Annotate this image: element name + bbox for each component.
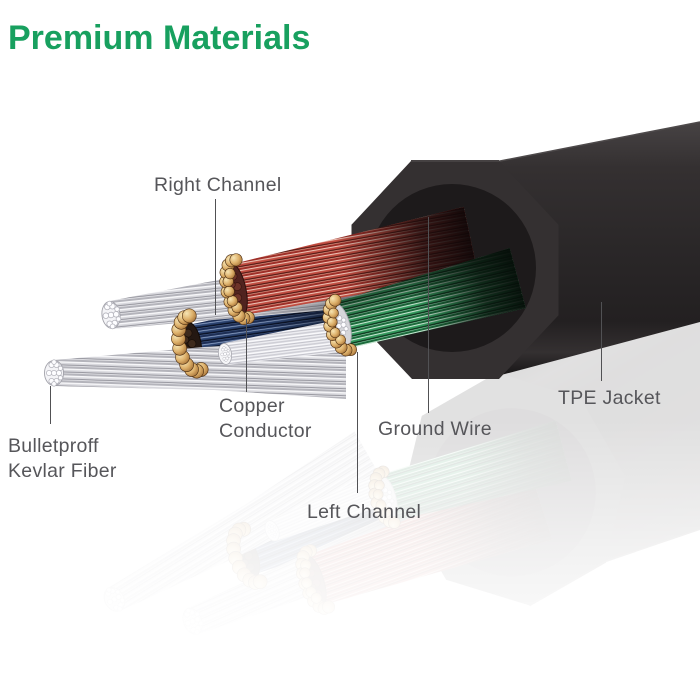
- label-tpe-jacket: TPE Jacket: [558, 387, 661, 409]
- label-left-channel: Left Channel: [307, 501, 422, 523]
- label-kevlar-line1: Bulletproff: [8, 435, 99, 457]
- label-right-channel: Right Channel: [154, 174, 282, 196]
- leader-tpe-jacket: [601, 302, 603, 381]
- leader-kevlar: [50, 386, 52, 424]
- copper-conductor-ring-red: [219, 253, 255, 326]
- ground-wire-bundle: [217, 320, 342, 365]
- page-title: Premium Materials: [8, 19, 311, 57]
- label-copper-conductor-line2: Conductor: [219, 420, 312, 442]
- label-kevlar: Bulletproff Kevlar Fiber: [8, 434, 117, 484]
- label-copper-conductor: Copper Conductor: [219, 394, 312, 444]
- leader-copper-conductor: [246, 319, 248, 392]
- label-ground-wire: Ground Wire: [378, 418, 492, 440]
- leader-left-channel: [357, 352, 359, 493]
- leader-right-channel: [215, 199, 217, 315]
- copper-conductor-ring-blue: [171, 308, 209, 379]
- reflection-fade: [0, 420, 700, 700]
- label-copper-conductor-line1: Copper: [219, 395, 285, 417]
- label-kevlar-line2: Kevlar Fiber: [8, 460, 117, 482]
- leader-ground-wire: [428, 217, 430, 413]
- copper-conductor-ring-green: [322, 293, 357, 357]
